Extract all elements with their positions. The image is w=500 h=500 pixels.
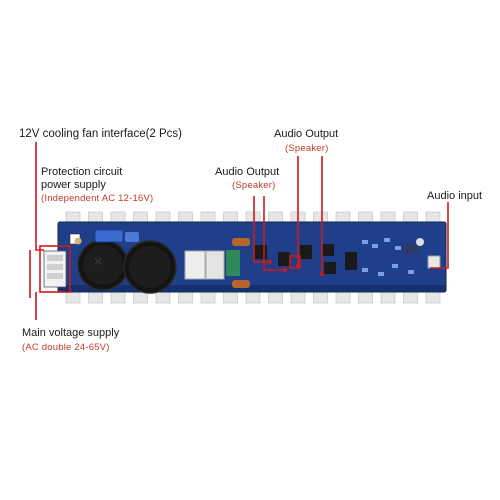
heatsink-fins xyxy=(65,211,441,304)
heatsink-fin xyxy=(335,290,351,304)
heatsink-fin xyxy=(268,290,283,304)
heatsink-fin xyxy=(200,290,216,304)
heatsink-fin xyxy=(313,290,328,304)
heatsink-fin xyxy=(223,290,238,304)
protection-label-line1: Protection circuit xyxy=(41,166,123,178)
audio-output-right-sub-label: (Speaker) xyxy=(285,143,329,154)
heatsink-fin xyxy=(425,290,441,304)
audio-input-label: Audio input xyxy=(427,190,483,202)
heatsink-fin xyxy=(245,290,261,304)
callout-lines xyxy=(29,142,449,320)
main-voltage-label: Main voltage supply xyxy=(22,327,120,339)
heatsink-fin xyxy=(155,290,171,304)
heatsink-fin xyxy=(290,290,306,304)
protection-sub-label: (Independent AC 12-16V) xyxy=(41,193,154,204)
heatsink-fin xyxy=(403,290,418,304)
audio-output-right-label: Audio Output xyxy=(274,128,339,140)
power-transistors xyxy=(255,244,357,274)
heatsink-fin xyxy=(110,290,126,304)
protection-label-line2: power supply xyxy=(41,179,106,191)
heatsink-fin xyxy=(178,290,193,304)
main-voltage-sub-label: (AC double 24-65V) xyxy=(22,342,110,353)
audio-output-left-sub-label: (Speaker) xyxy=(232,180,276,191)
heatsink-fin xyxy=(358,290,373,304)
audio-output-left-label: Audio Output xyxy=(215,166,280,178)
fan-interface-label: 12V cooling fan interface(2 Pcs) xyxy=(19,128,183,140)
heatsink-fin xyxy=(88,290,103,304)
heatsink-fin xyxy=(380,290,396,304)
